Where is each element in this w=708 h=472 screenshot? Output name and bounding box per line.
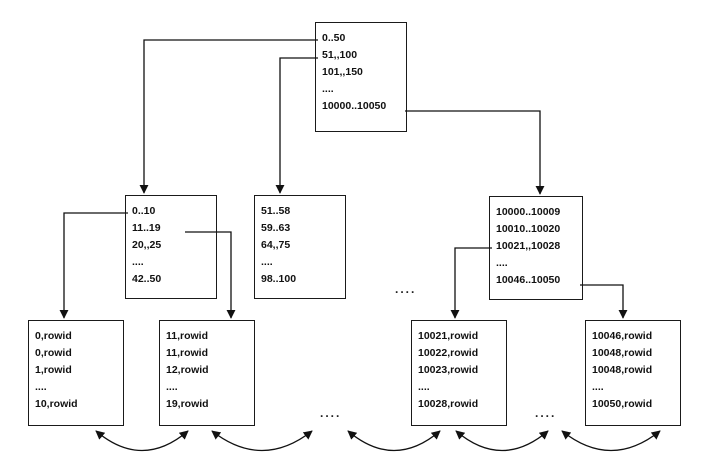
leaf-entry: 1,rowid [35,364,72,376]
root-entry: 10000..10050 [322,100,387,112]
branch-ellipsis: .... [395,282,417,296]
branch-entry: 10046..10050 [496,274,561,286]
leaf-link-3 [347,430,441,451]
leaf-entry: .... [35,381,47,393]
leaf-entry: 10050,rowid [592,398,653,410]
pointer-root-branch-1 [139,39,318,194]
leaf-link-2 [211,430,313,451]
root-block: 0..50 51,,100 101,,150 .... 10000..10050 [315,22,407,132]
branch-entry: 11..19 [132,222,161,234]
branch-entry: 0..10 [132,205,156,217]
leaf-entry: .... [166,381,178,393]
branch-entry: 10021,,10028 [496,240,561,252]
pointer-branch-1-leaf-1 [59,212,128,319]
leaf-block-3: 10021,rowid 10022,rowid 10023,rowid ....… [411,320,507,426]
leaf-ellipsis-1: .... [320,406,342,420]
branch-entry: .... [496,257,508,269]
branch-entry: 51..58 [261,205,291,217]
leaf-entry: 11,rowid [166,330,209,342]
leaf-entry: 10046,rowid [592,330,653,342]
root-entry: 101,,150 [322,66,363,78]
leaf-block-2: 11,rowid 11,rowid 12,rowid .... 19,rowid [159,320,255,426]
pointer-branch-3-leaf-3 [450,247,492,319]
leaf-link-4 [455,430,549,451]
root-entry: .... [322,83,334,95]
root-entry: 0..50 [322,32,346,44]
leaf-ellipsis-2: .... [535,406,557,420]
leaf-block-1: 0,rowid 0,rowid 1,rowid .... 10,rowid [28,320,124,426]
branch-block-3: 10000..10009 10010..10020 10021,,10028 .… [489,196,583,300]
branch-entry: 42..50 [132,273,162,285]
branch-entry: 10010..10020 [496,223,561,235]
leaf-block-4: 10046,rowid 10048,rowid 10048,rowid ....… [585,320,681,426]
leaf-entry: 19,rowid [166,398,209,410]
leaf-entry: 11,rowid [166,347,209,359]
branch-block-2: 51..58 59..63 64,,75 .... 98..100 [254,195,346,299]
branch-entry: 10000..10009 [496,206,561,218]
root-entry: 51,,100 [322,49,358,61]
leaf-entry: .... [592,381,604,393]
leaf-link-5 [561,430,661,451]
branch-entry: .... [132,256,144,268]
leaf-entry: 10048,rowid [592,364,653,376]
leaf-entry: 10022,rowid [418,347,479,359]
branch-block-1: 0..10 11..19 20,,25 .... 42..50 [125,195,217,299]
pointer-branch-1-leaf-2 [185,231,236,319]
leaf-entry: 10,rowid [35,398,78,410]
leaf-entry: 12,rowid [166,364,209,376]
pointer-root-branch-2 [275,57,318,194]
leaf-entry: 10023,rowid [418,364,479,376]
leaf-entry: 10028,rowid [418,398,479,410]
leaf-link-1 [95,430,189,451]
pointer-branch-3-leaf-4 [580,284,628,319]
leaf-entry: 0,rowid [35,330,72,342]
branch-entry: 64,,75 [261,239,291,251]
branch-entry: .... [261,256,273,268]
branch-entry: 98..100 [261,273,297,285]
leaf-entry: .... [418,381,430,393]
leaf-entry: 10048,rowid [592,347,653,359]
pointer-root-branch-3 [405,110,545,195]
branch-entry: 20,,25 [132,239,162,251]
leaf-entry: 10021,rowid [418,330,479,342]
branch-entry: 59..63 [261,222,291,234]
leaf-entry: 0,rowid [35,347,72,359]
